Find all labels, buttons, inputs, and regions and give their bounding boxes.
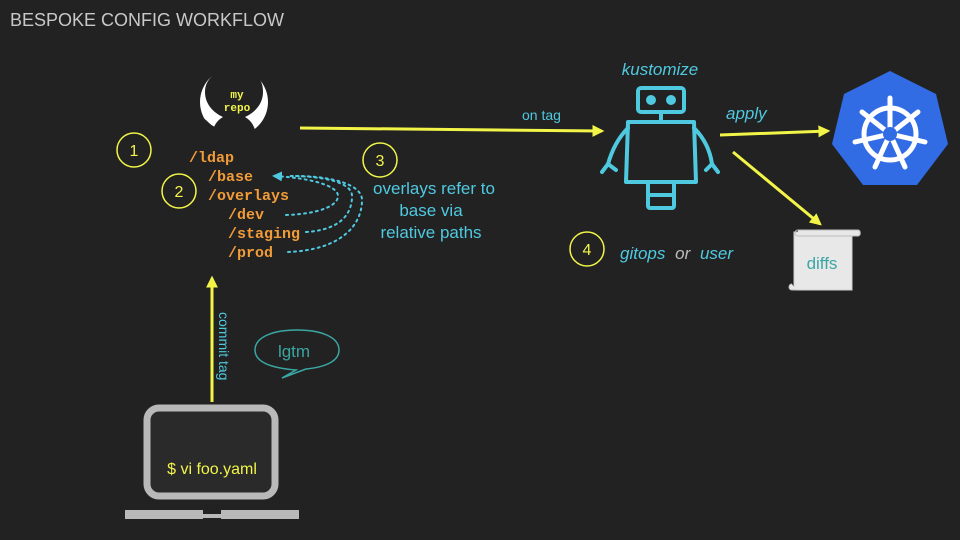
- commit-tag-label: commit tag: [216, 312, 232, 380]
- repo-tree: /ldap /base /overlays /dev /staging /pro…: [189, 150, 300, 262]
- kustomize-robot-icon: [600, 86, 720, 210]
- slide-title: BESPOKE CONFIG WORKFLOW: [10, 10, 284, 30]
- tree-overlays[interactable]: /overlays: [208, 188, 289, 205]
- gitops-label: gitops: [620, 244, 666, 263]
- step-4-label: 4: [583, 242, 592, 259]
- step-2-label: 2: [175, 184, 184, 201]
- apply-label: apply: [726, 104, 768, 123]
- kustomize-label: kustomize: [622, 60, 699, 79]
- overlays-note-line2: base via: [399, 201, 463, 220]
- diffs-arrow: [732, 150, 822, 226]
- tree-dev[interactable]: /dev: [228, 207, 264, 224]
- apply-arrow: [719, 125, 831, 138]
- overlays-note-line3: relative paths: [380, 223, 481, 242]
- repo-logo-line1: my: [230, 90, 244, 102]
- user-label: user: [700, 244, 734, 263]
- step-badge-3: 3: [362, 142, 398, 178]
- diffs-label: diffs: [807, 254, 838, 273]
- laptop-command: $ vi foo.yaml: [167, 461, 257, 478]
- lgtm-speech-bubble: lgtm: [254, 329, 340, 379]
- tree-staging[interactable]: /staging: [228, 226, 300, 243]
- github-octocat-icon: my repo: [199, 62, 268, 138]
- lgtm-label: lgtm: [278, 342, 310, 361]
- repo-logo-line2: repo: [224, 103, 251, 115]
- tree-base[interactable]: /base: [208, 169, 253, 186]
- tree-ldap[interactable]: /ldap: [189, 150, 234, 167]
- step-badge-2: 2: [161, 173, 197, 209]
- tree-prod[interactable]: /prod: [228, 245, 273, 262]
- or-label: or: [675, 244, 691, 263]
- overlays-note: overlays refer to base via relative path…: [373, 179, 495, 242]
- relative-path-arrows: [272, 171, 364, 253]
- step-badge-4: 4: [569, 231, 605, 267]
- diffs-scroll-icon: diffs: [788, 229, 861, 291]
- step-3-label: 3: [376, 153, 385, 170]
- on-tag-arrow: [299, 124, 605, 137]
- kubernetes-icon: [832, 71, 948, 185]
- step-badge-1: 1: [116, 132, 152, 168]
- laptop-icon: [125, 404, 299, 519]
- gitops-or-user: gitops or user: [620, 244, 734, 263]
- overlays-note-line1: overlays refer to: [373, 179, 495, 198]
- on-tag-label: on tag: [522, 107, 561, 123]
- step-1-label: 1: [130, 143, 139, 160]
